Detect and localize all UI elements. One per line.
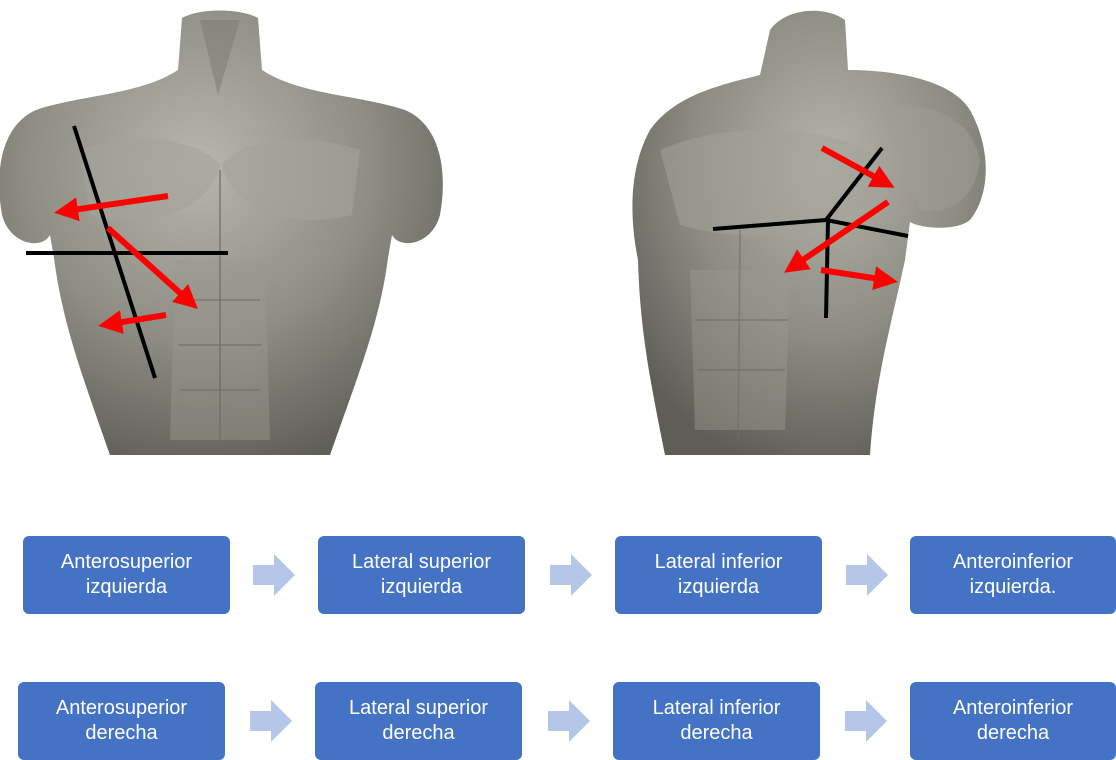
chevron-right-icon [550, 554, 592, 596]
torso-body [632, 11, 985, 455]
chevron-right-icon [253, 554, 295, 596]
chevron-right-icon [250, 700, 292, 742]
chevron-right-icon [846, 554, 888, 596]
chevron-right-icon [548, 700, 590, 742]
torso-front-image [0, 0, 470, 460]
torso-side-image [620, 0, 1020, 460]
chevron-right-icon [845, 700, 887, 742]
